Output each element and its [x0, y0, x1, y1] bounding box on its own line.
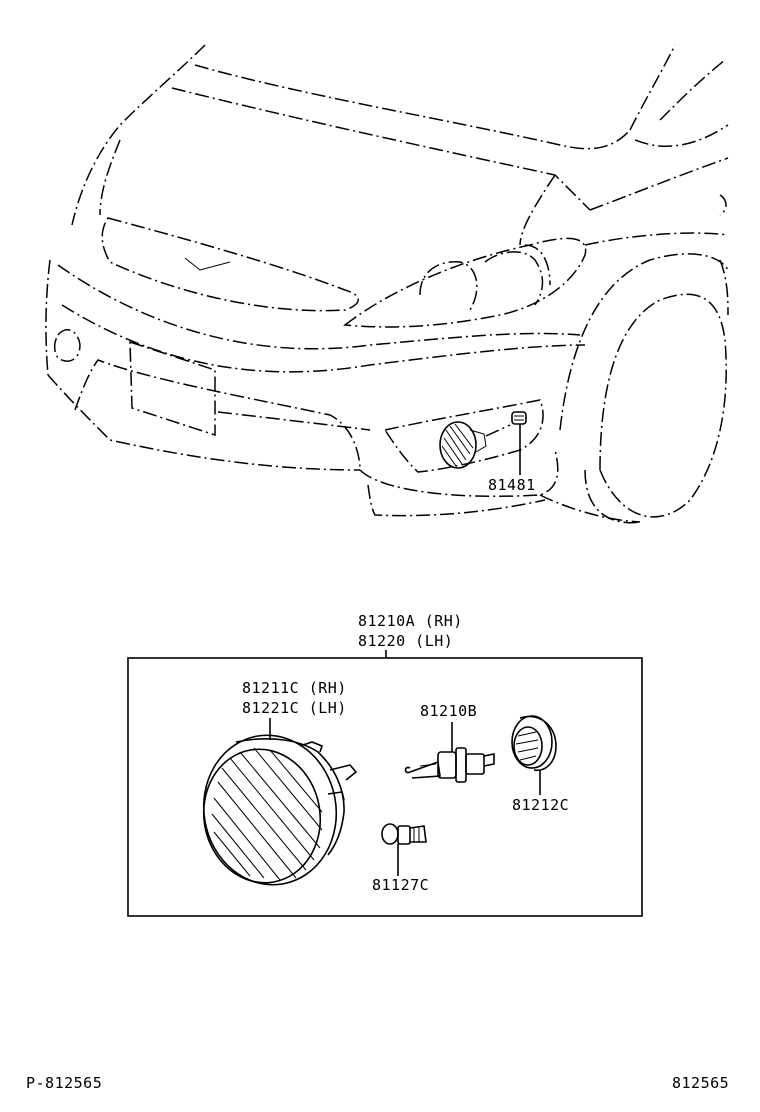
footer-right-code: 812565 — [672, 1074, 729, 1092]
screw-fastener — [381, 823, 427, 845]
halogen-bulb — [404, 747, 495, 783]
fog-lamp-unit — [202, 734, 358, 886]
car-front-illustration — [45, 44, 729, 524]
label-cover: 81212C — [512, 796, 569, 814]
installed-fog-lamp-lens-lines — [441, 423, 474, 467]
bulb-socket-icon — [511, 411, 527, 425]
label-bulb: 81210B — [420, 702, 477, 720]
label-assembly-lh: 81220 (LH) — [358, 632, 453, 650]
label-81481: 81481 — [488, 476, 536, 494]
label-assembly-rh: 81210A (RH) — [358, 612, 463, 630]
label-screw: 81127C — [372, 876, 429, 894]
label-unit-lh: 81221C (LH) — [242, 699, 347, 717]
bulb-cover — [511, 715, 557, 771]
label-unit-rh: 81211C (RH) — [242, 679, 347, 697]
installed-fog-lamp — [439, 421, 477, 469]
exploded-view-frame — [127, 657, 643, 917]
footer-left-code: P-812565 — [26, 1074, 102, 1092]
